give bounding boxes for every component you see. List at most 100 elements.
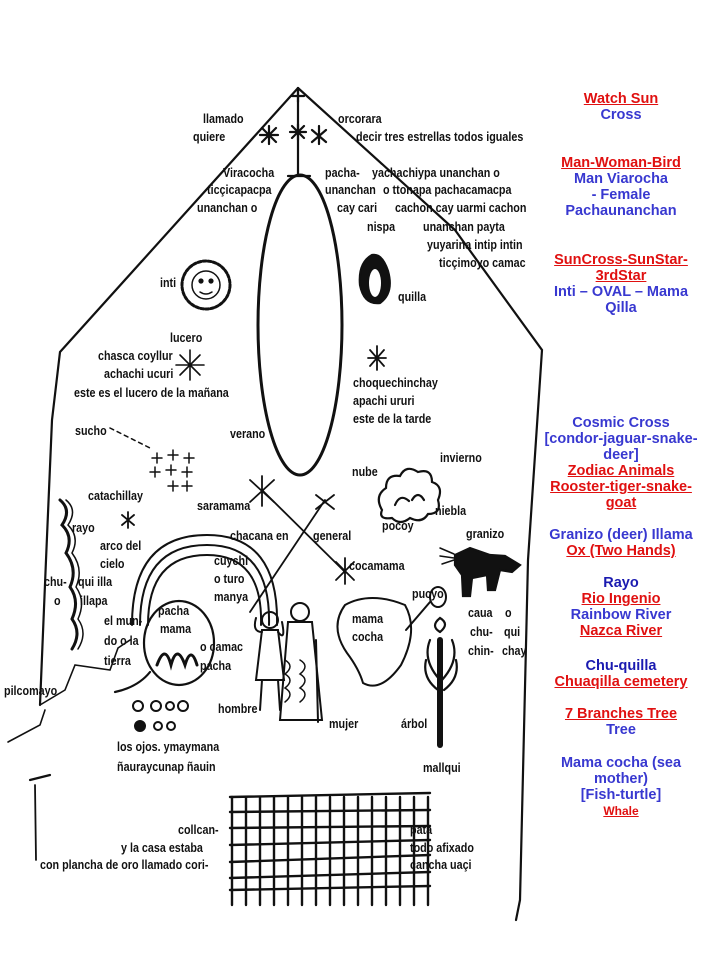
label-unanchan-o: unanchan o bbox=[197, 201, 258, 215]
label-qui-illa: qui illa bbox=[78, 575, 113, 589]
label-right-text-3: cachon cay uarmi cachon bbox=[395, 201, 527, 215]
label-pilcomayo: pilcomayo bbox=[4, 684, 58, 698]
label-general: general bbox=[313, 529, 352, 543]
cloud-icon bbox=[377, 467, 442, 524]
legend-line: mother) bbox=[594, 771, 648, 787]
pachamama-circle-icon bbox=[113, 599, 216, 694]
legend-line: Cosmic Cross bbox=[572, 415, 670, 431]
moon-icon bbox=[358, 253, 391, 305]
cosmic-cross bbox=[121, 475, 355, 613]
legend-line: Zodiac Animals bbox=[567, 463, 675, 479]
label-pocoy: pocoy bbox=[382, 519, 414, 533]
label-chu: chu- bbox=[44, 575, 67, 589]
label-viracocha: Viracocha bbox=[223, 166, 275, 180]
label-invierno: invierno bbox=[440, 451, 482, 465]
legend-line: Pachaunanchan bbox=[565, 203, 677, 219]
legend-line: Rooster-tiger-snake- bbox=[550, 479, 692, 495]
legend-line: Granizo (deer) Illama bbox=[549, 527, 693, 543]
man-figure-icon bbox=[253, 611, 286, 711]
label-unanchan: unanchan bbox=[325, 183, 376, 197]
label-mallqui: mallqui bbox=[423, 761, 461, 775]
label-three-stars: decir tres estrellas todos iguales bbox=[356, 130, 524, 144]
label-pacha: pacha- bbox=[325, 166, 360, 180]
label-cocamama: cocamama bbox=[349, 559, 405, 573]
legend-line: Chu-quilla bbox=[585, 658, 657, 674]
pleiades-stars-icon bbox=[109, 427, 195, 492]
label-catachillay: catachillay bbox=[88, 489, 143, 503]
label-qui: qui bbox=[504, 625, 521, 639]
label-arco-del: arco del bbox=[100, 539, 142, 553]
label-plancha-de-oro: con plancha de oro llamado cori- bbox=[40, 858, 209, 872]
label-nauraycunap: ñauraycunap ñauin bbox=[117, 760, 216, 774]
label-morning-star: este es el lucero de la mañana bbox=[74, 386, 229, 400]
legend-line: Cross bbox=[600, 107, 642, 123]
label-pacha-1: pacha bbox=[158, 604, 190, 618]
label-mama: mama bbox=[160, 622, 192, 636]
label-cancha-uaci: cancha uaçi bbox=[410, 858, 472, 872]
legend-line: Rio Ingenio bbox=[581, 591, 661, 607]
label-chu-2: chu- bbox=[470, 625, 493, 639]
label-chin: chin- bbox=[468, 644, 494, 658]
legend-line: Nazca River bbox=[579, 623, 663, 639]
legend-line: Qilla bbox=[605, 300, 637, 316]
legend-line: 7 Branches Tree bbox=[564, 706, 678, 722]
legend-line: Rainbow River bbox=[570, 607, 672, 623]
label-nispa: nispa bbox=[367, 220, 396, 234]
feline-animal-icon bbox=[439, 546, 522, 598]
eyes-icon bbox=[132, 700, 189, 732]
label-lucero: lucero bbox=[170, 331, 203, 345]
evening-star-icon bbox=[367, 345, 387, 371]
label-hombre: hombre bbox=[218, 702, 258, 716]
label-o-turo: o turo bbox=[214, 572, 245, 586]
label-mama-cocha-2: cocha bbox=[352, 630, 384, 644]
legend-line: Inti – OVAL – Mama bbox=[553, 284, 689, 300]
label-cay-cari: cay cari bbox=[337, 201, 378, 215]
label-inti: inti bbox=[160, 276, 177, 290]
label-pata: pata bbox=[410, 823, 433, 837]
label-pucyo: pucyo bbox=[412, 587, 444, 601]
label-todo-afixado: todo afixado bbox=[410, 841, 474, 855]
sun-face-icon bbox=[180, 259, 232, 311]
legend-line: Watch Sun bbox=[583, 91, 659, 107]
legend-block: Cosmic Cross[condor-jaguar-snake-deer]Zo… bbox=[531, 415, 711, 511]
legend-line: Man-Woman-Bird bbox=[561, 155, 681, 171]
cosmic-oval bbox=[256, 173, 344, 477]
label-manya: manya bbox=[214, 590, 249, 604]
label-right-text-5: unanchan payta bbox=[423, 220, 505, 234]
legend-line: deer] bbox=[603, 447, 639, 463]
mama-cocha-lake-icon bbox=[336, 586, 447, 687]
label-saramama: saramama bbox=[197, 499, 251, 513]
house-outline bbox=[7, 86, 544, 922]
legend-line: Mama cocha (sea bbox=[560, 755, 682, 771]
legend-line: Man Viarocha bbox=[573, 171, 669, 187]
label-chasca-coyllur: chasca coyllur bbox=[98, 349, 173, 363]
label-los-ojos: los ojos. ymaymana bbox=[117, 740, 220, 754]
label-mujer: mujer bbox=[329, 717, 359, 731]
label-caua: caua bbox=[468, 606, 493, 620]
label-collcan: collcan- bbox=[178, 823, 219, 837]
label-el-mundo: el mun- bbox=[104, 614, 143, 628]
legend-line: Tree bbox=[606, 722, 636, 738]
label-evening-star: este de la tarde bbox=[353, 412, 432, 426]
label-right-text-2: o ttonapa pachacamacpa bbox=[383, 183, 512, 197]
label-chacana-en: chacana en bbox=[230, 529, 289, 543]
label-chay: chay bbox=[502, 644, 527, 658]
label-apachi-ururi: apachi ururi bbox=[353, 394, 415, 408]
label-tierra: tierra bbox=[104, 654, 131, 668]
legend-line: SunCross-SunStar- bbox=[554, 252, 688, 268]
label-right-text-1: yachachiypa unanchan o bbox=[372, 166, 500, 180]
golden-grid-icon bbox=[228, 791, 432, 907]
label-right-text-6: yuyarina intip intin bbox=[427, 238, 523, 252]
label-orcorara: orcorara bbox=[338, 112, 382, 126]
label-cuychi: cuychi bbox=[214, 554, 249, 568]
label-pacha-2: pacha bbox=[200, 659, 232, 673]
